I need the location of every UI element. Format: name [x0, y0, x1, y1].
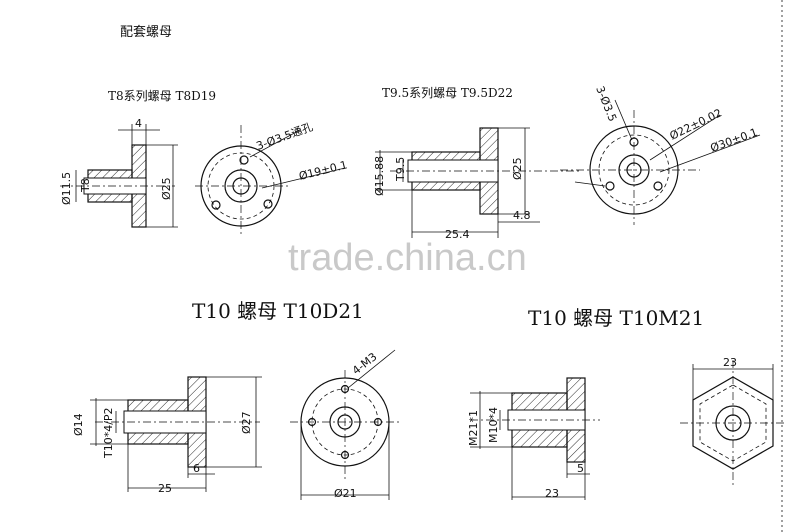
t10m-hex-view — [680, 360, 785, 485]
t9-dim-holes: 3-Ø3.5 — [593, 84, 619, 123]
t10m-dim-len5: 5 — [577, 462, 584, 475]
t8-dim-d11: Ø11.5 — [60, 172, 73, 205]
t10d-dim-len6: 6 — [193, 462, 200, 475]
t8-dim-thread: T8 — [79, 178, 92, 193]
t10d-dim-d14: Ø14 — [72, 413, 85, 436]
t9-dim-d25: Ø25 — [511, 157, 524, 180]
t9-dim-od: Ø30±0.1 — [709, 126, 760, 155]
t10d-dim-pcd: Ø21 — [334, 487, 357, 500]
t9-side-view — [375, 127, 580, 238]
t9-dim-len254: 25.4 — [445, 228, 470, 241]
t8-dim-holes: 3-Ø3.5通孔 — [255, 120, 315, 152]
t9-dim-len48: 4.8 — [513, 209, 531, 222]
page-title: 配套螺母 — [120, 24, 172, 40]
t8-dim-width: 4 — [135, 117, 142, 130]
t10d-side-view — [90, 376, 262, 492]
t10d-dim-d27: Ø27 — [240, 411, 253, 434]
t9-dim-d15: Ø15.88 — [373, 156, 386, 196]
t10d-title: T10 螺母 T10D21 — [192, 299, 364, 323]
t8-side-view — [60, 124, 178, 228]
t10m-dim-len23: 23 — [545, 487, 559, 500]
t8-title: T8系列螺母 T8D19 — [108, 89, 216, 103]
t8-dim-d25: Ø25 — [160, 177, 173, 200]
t9-title: T9.5系列螺母 T9.5D22 — [382, 86, 513, 100]
t10m-side-view — [470, 377, 600, 500]
t10d-front-view — [290, 349, 400, 500]
watermark: trade.china.cn — [288, 237, 527, 279]
t8-dim-pcd: Ø19±0.1 — [298, 158, 349, 183]
t10d-dim-thread: T10*4/P2 — [102, 407, 115, 459]
t10m-title: T10 螺母 T10M21 — [528, 306, 704, 330]
t9-dim-pcd: Ø22±0.02 — [668, 106, 724, 142]
t8-front-view — [195, 125, 346, 236]
t10d-dim-holes: 4-M3 — [350, 350, 380, 377]
t10d-dim-len25: 25 — [158, 482, 172, 495]
t10m-dim-hex: 23 — [723, 356, 737, 369]
t10m-dim-m21: M21*1 — [467, 410, 480, 446]
t9-front-view — [560, 99, 761, 225]
t10m-dim-m10: M10*4 — [487, 407, 500, 443]
t9-dim-thread: T9.5 — [394, 157, 407, 182]
